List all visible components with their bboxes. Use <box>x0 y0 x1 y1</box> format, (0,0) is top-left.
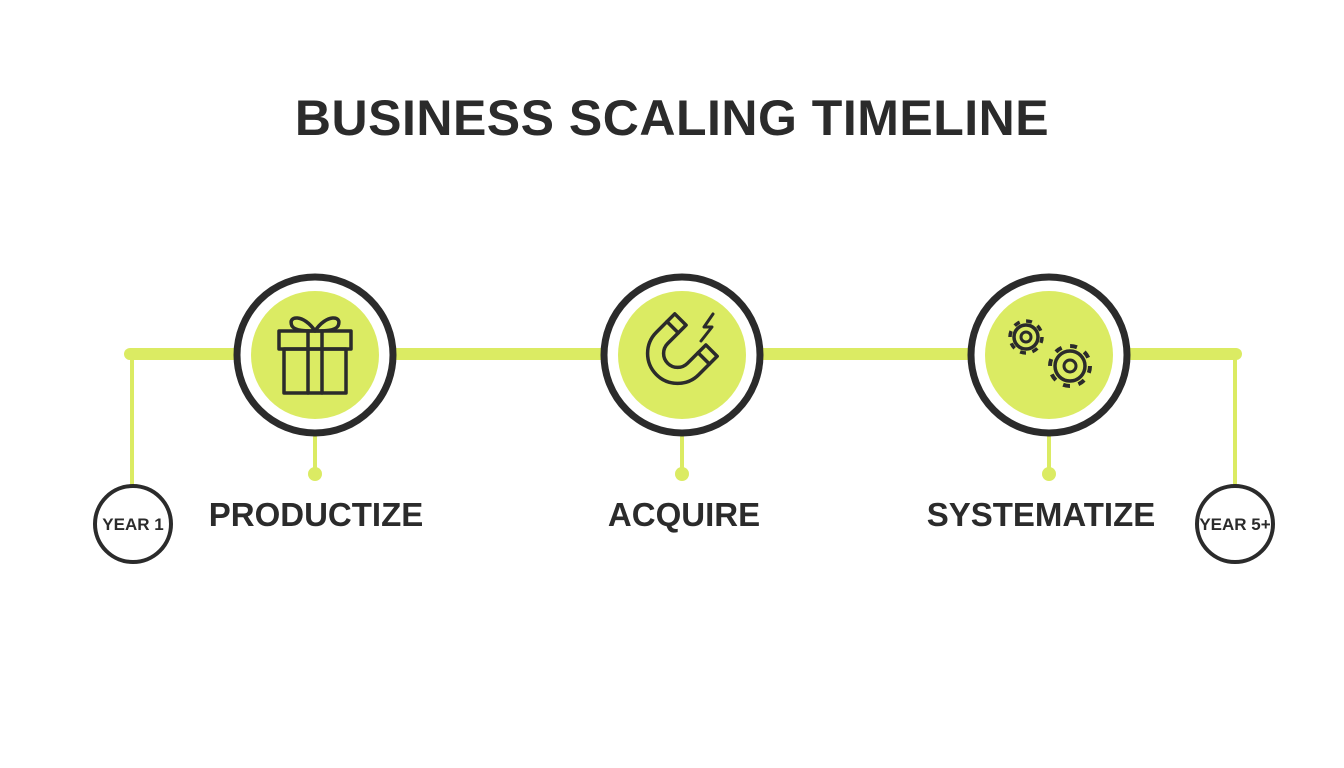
stage-dot <box>308 467 322 481</box>
start-marker: YEAR 1 <box>93 484 173 564</box>
stage-fill <box>251 291 379 419</box>
gift-icon <box>277 316 353 395</box>
magnet-icon <box>645 312 719 386</box>
stage-label-systematize: SYSTEMATIZE <box>927 496 1156 533</box>
stage-label-productize: PRODUCTIZE <box>209 496 424 533</box>
stage-systematize: SYSTEMATIZE <box>927 273 1156 533</box>
spark-icon <box>699 312 715 343</box>
gears-icon <box>1008 319 1092 388</box>
stage-fill <box>618 291 746 419</box>
stage-dot <box>1042 467 1056 481</box>
gear-icon <box>1008 319 1044 355</box>
end-year-label: YEAR 5+ <box>1199 515 1270 534</box>
end-marker: YEAR 5+ <box>1195 484 1275 564</box>
page-title: BUSINESS SCALING TIMELINE <box>294 90 1050 146</box>
stage-acquire: ACQUIRE <box>600 273 764 533</box>
stage-productize: PRODUCTIZE <box>209 273 424 533</box>
gear-icon <box>1048 344 1092 388</box>
stage-fill <box>985 291 1113 419</box>
start-year-label: YEAR 1 <box>102 515 163 534</box>
stage-dot <box>675 467 689 481</box>
stage-label-acquire: ACQUIRE <box>608 496 760 533</box>
